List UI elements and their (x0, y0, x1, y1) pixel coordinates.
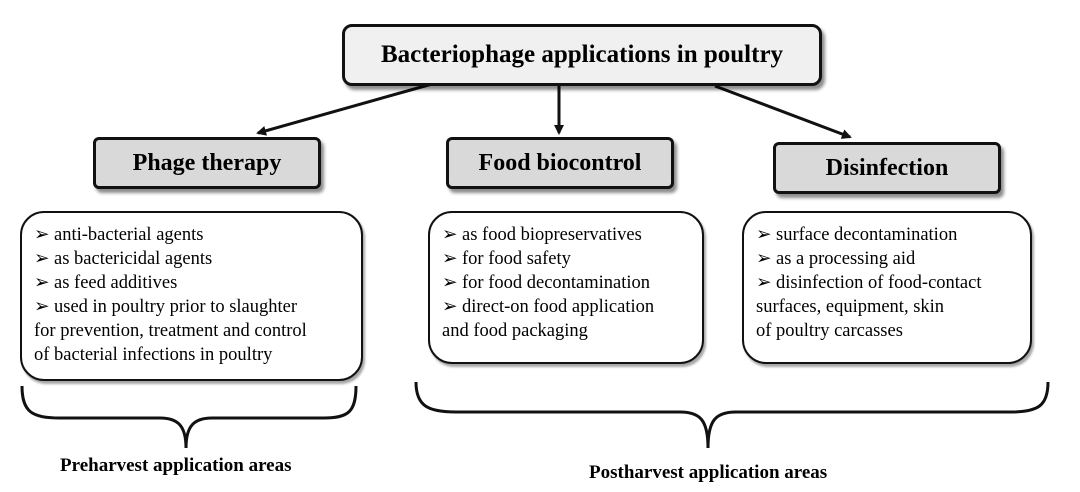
category-disinfection: Disinfection (773, 142, 1001, 194)
arrow-bullet-icon: ➢ (34, 225, 50, 245)
list-item: ➢as food biopreservatives (442, 223, 692, 247)
disinfection-details: ➢surface decontamination ➢as a processin… (742, 211, 1032, 364)
list-item: ➢surface decontamination (756, 223, 1020, 247)
category-food-biocontrol: Food biocontrol (446, 137, 674, 189)
list-item-text: as food biopreservatives (462, 225, 642, 245)
list-item-text: surface decontamination (776, 225, 958, 245)
list-item: ➢anti-bacterial agents (34, 223, 351, 247)
arrow-bullet-icon: ➢ (756, 225, 772, 245)
list-item-text: for food safety (462, 249, 571, 269)
arrow-to-disinfection (714, 84, 852, 139)
list-item: ➢disinfection of food-contact (756, 271, 1020, 295)
list-item: ➢used in poultry prior to slaughter (34, 295, 351, 319)
list-item-text: as bactericidal agents (54, 249, 213, 269)
postharvest-area-label: Postharvest application areas (589, 462, 828, 483)
arrow-bullet-icon: ➢ (756, 249, 772, 269)
preharvest-brace (20, 385, 358, 449)
arrow-bullet-icon: ➢ (756, 273, 772, 293)
list-item-text: for prevention, treatment and control (34, 321, 307, 341)
list-item-text: of bacterial infections in poultry (34, 345, 273, 365)
list-item-text: surfaces, equipment, skin (756, 297, 945, 317)
category-title: Food biocontrol (478, 149, 642, 176)
postharvest-brace (414, 381, 1050, 449)
arrow-bullet-icon: ➢ (442, 273, 458, 293)
list-item-text: of poultry carcasses (756, 321, 903, 341)
preharvest-area-label: Preharvest application areas (60, 455, 292, 476)
arrow-bullet-icon: ➢ (34, 297, 50, 317)
diagram-root-title: Bacteriophage applications in poultry (342, 24, 822, 86)
list-item-continuation: of poultry carcasses (756, 319, 1020, 343)
arrow-to-phage-therapy (256, 82, 433, 136)
list-item: ➢as feed additives (34, 271, 351, 295)
list-item: ➢as a processing aid (756, 247, 1020, 271)
list-item-text: and food packaging (442, 321, 588, 341)
root-title-text: Bacteriophage applications in poultry (380, 41, 784, 68)
list-item-text: anti-bacterial agents (54, 225, 204, 245)
food-biocontrol-details: ➢as food biopreservatives ➢for food safe… (428, 211, 704, 364)
list-item-continuation: surfaces, equipment, skin (756, 295, 1020, 319)
category-title: Phage therapy (132, 149, 282, 176)
arrow-bullet-icon: ➢ (34, 249, 50, 269)
arrow-bullet-icon: ➢ (442, 225, 458, 245)
arrow-bullet-icon: ➢ (442, 297, 458, 317)
list-item-continuation: of bacterial infections in poultry (34, 343, 351, 367)
list-item-text: disinfection of food-contact (776, 273, 982, 293)
list-item-text: for food decontamination (462, 273, 651, 293)
phage-therapy-details: ➢anti-bacterial agents ➢as bactericidal … (20, 211, 363, 381)
list-item-text: direct-on food application (462, 297, 655, 317)
list-item-continuation: and food packaging (442, 319, 692, 343)
list-item-continuation: for prevention, treatment and control (34, 319, 351, 343)
arrow-bullet-icon: ➢ (442, 249, 458, 269)
list-item: ➢direct-on food application (442, 295, 692, 319)
category-phage-therapy: Phage therapy (93, 137, 321, 189)
category-title: Disinfection (825, 154, 949, 181)
list-item: ➢for food decontamination (442, 271, 692, 295)
list-item: ➢for food safety (442, 247, 692, 271)
list-item: ➢as bactericidal agents (34, 247, 351, 271)
list-item-text: as feed additives (54, 273, 178, 293)
list-item-text: used in poultry prior to slaughter (54, 297, 298, 317)
list-item-text: as a processing aid (776, 249, 916, 269)
arrow-bullet-icon: ➢ (34, 273, 50, 293)
